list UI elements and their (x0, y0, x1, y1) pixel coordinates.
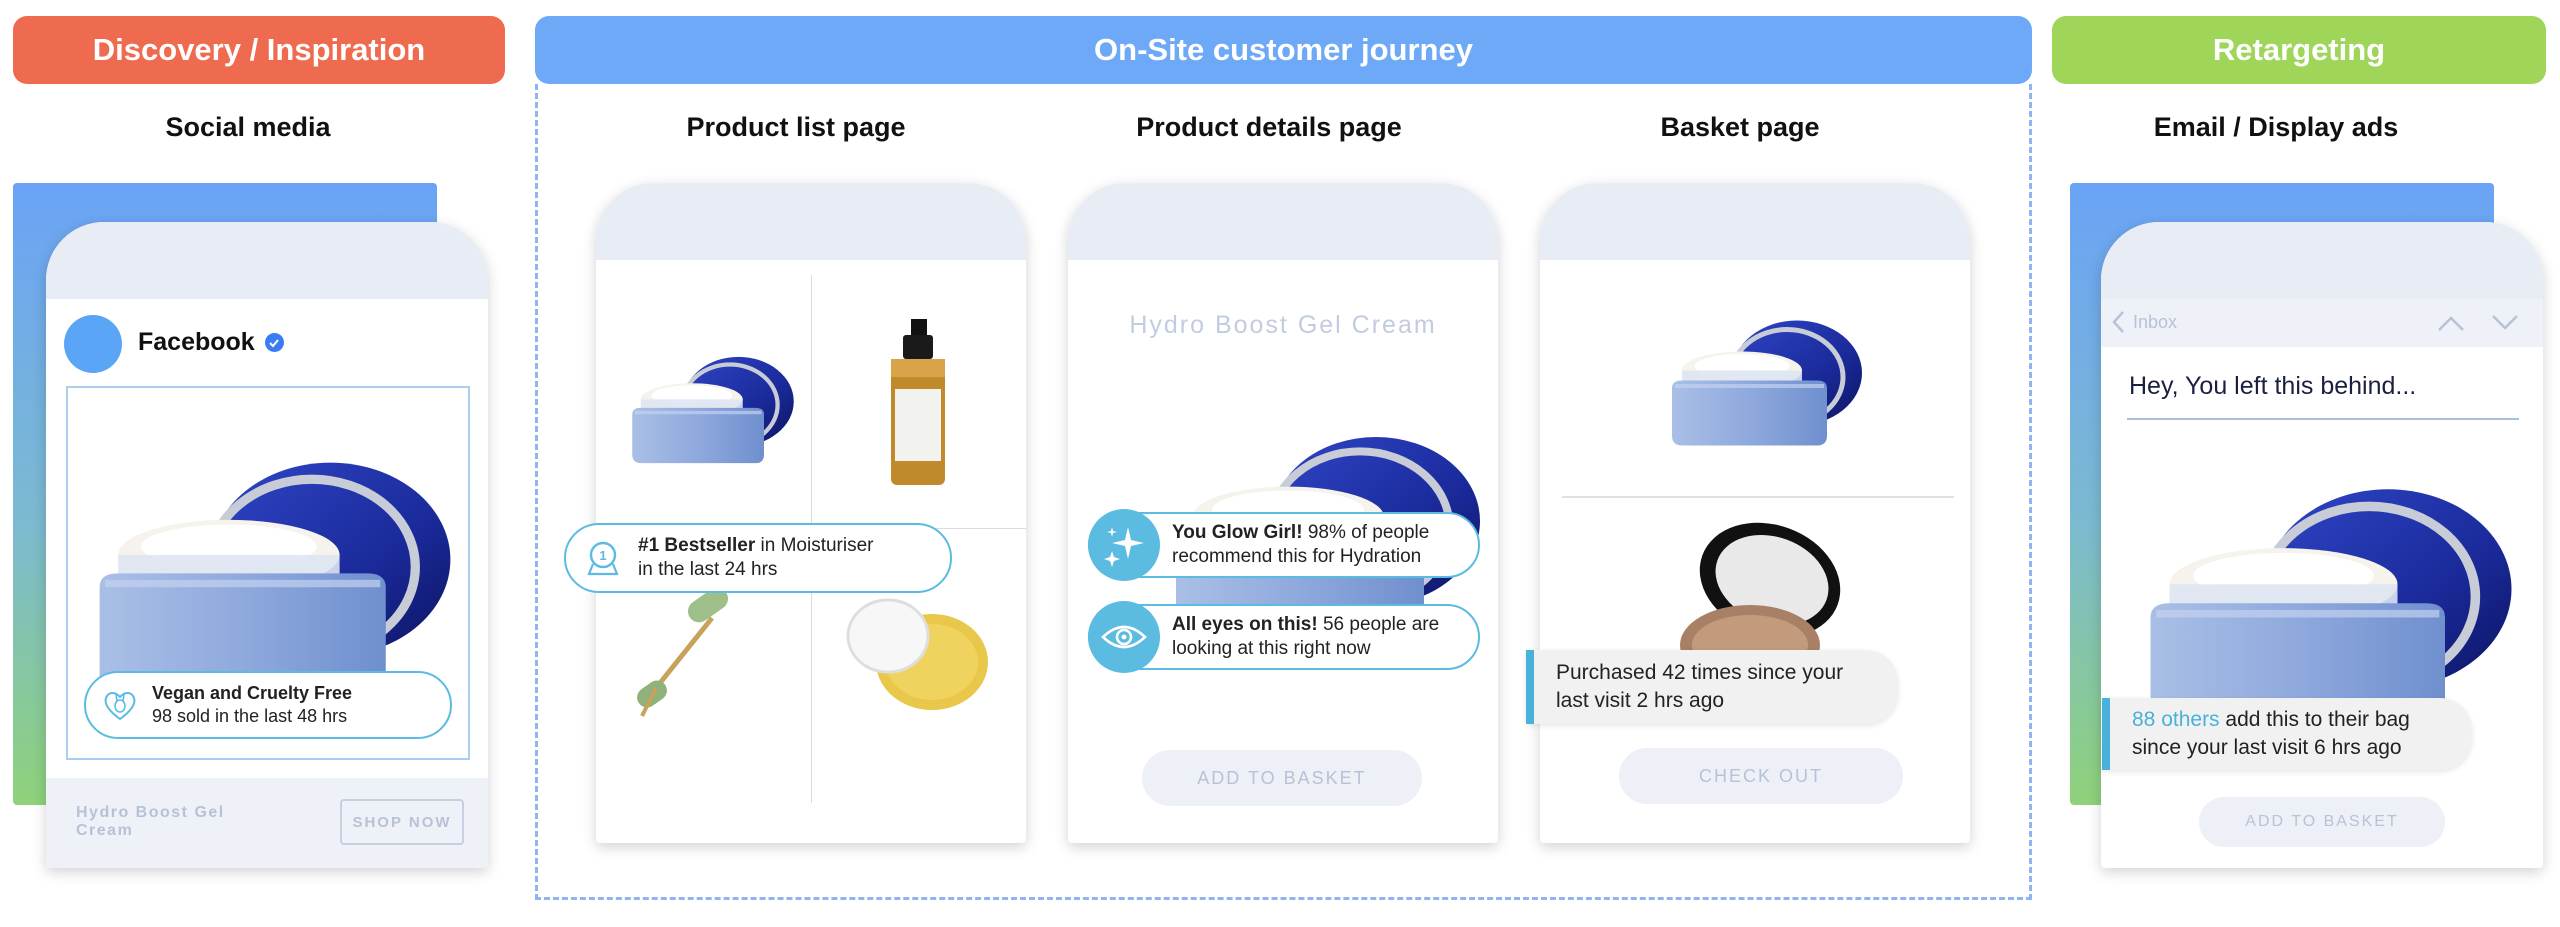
phone-top-bar (1068, 183, 1498, 260)
vegan-toast: Vegan and Cruelty Free 98 sold in the la… (84, 671, 452, 739)
svg-text:1: 1 (599, 548, 606, 563)
eyes-toast-text: All eyes on this! 56 people are looking … (1172, 613, 1439, 661)
basket-phone (1540, 183, 1970, 843)
shop-now-button[interactable]: SHOP NOW (340, 799, 464, 845)
glow-bold: You Glow Girl! (1172, 522, 1303, 543)
check-out-button[interactable]: CHECK OUT (1619, 748, 1903, 804)
onsite-dashed-frame (535, 84, 2032, 900)
subject-underline (2127, 418, 2519, 420)
retargeting-header-label: Retargeting (2212, 32, 2386, 67)
discovery-header: Discovery / Inspiration (13, 16, 505, 84)
vegan-toast-sub: 98 sold in the last 48 hrs (152, 706, 348, 726)
onsite-header: On-Site customer journey (535, 16, 2032, 84)
add-to-basket-button-email[interactable]: ADD TO BASKET (2199, 797, 2445, 847)
basket-divider (1562, 496, 1954, 498)
retargeting-header: Retargeting (2052, 16, 2546, 84)
phone-top-bar (2101, 222, 2543, 299)
phone-top-bar (596, 183, 1026, 260)
others-highlight: 88 others (2132, 708, 2220, 731)
purchased-toast: Purchased 42 times since your last visit… (1526, 650, 1898, 724)
bunny-heart-icon (100, 685, 140, 725)
onsite-header-label: On-Site customer journey (1094, 32, 1473, 67)
others-line2: since your last visit 6 hrs ago (2132, 736, 2402, 759)
phone-top-bar (1540, 183, 1970, 260)
facebook-brand: Facebook (138, 328, 284, 357)
others-toast-text: 88 others add this to their bag since yo… (2132, 706, 2410, 762)
purchased-toast-text: Purchased 42 times since your last visit… (1556, 659, 1843, 715)
glow-toast-text: You Glow Girl! 98% of people recommend t… (1172, 521, 1429, 569)
serum-bottle-image (891, 319, 945, 485)
purchased-line1: Purchased 42 times since your (1556, 661, 1844, 684)
chevron-left-icon (2112, 311, 2124, 333)
inbox-link[interactable]: Inbox (2111, 310, 2177, 334)
phone-top-bar (46, 222, 488, 299)
bestseller-text: #1 Bestseller in Moisturiser in the last… (638, 534, 874, 582)
email-jar-image (2141, 484, 2521, 732)
eyes-rest: 56 people are (1317, 614, 1440, 635)
others-toast: 88 others add this to their bag since yo… (2102, 698, 2472, 770)
email-phone: Inbox Hey, You left this behind... ADD T… (2101, 222, 2543, 868)
subtitle-pdp: Product details page (1136, 112, 1402, 142)
award-ribbon-icon: 1 (582, 537, 624, 579)
bestseller-rest: in Moisturiser (755, 535, 874, 556)
email-subject: Hey, You left this behind... (2129, 372, 2417, 400)
ad-product-name: Hydro Boost Gel Cream (76, 804, 225, 839)
glow-line2: recommend this for Hydration (1172, 546, 1422, 567)
ad-footer (46, 778, 488, 868)
add-to-basket-button[interactable]: ADD TO BASKET (1142, 750, 1422, 806)
purchased-line2: last visit 2 hrs ago (1556, 689, 1725, 712)
eyes-toast: All eyes on this! 56 people are looking … (1088, 601, 1480, 673)
subtitle-social: Social media (165, 112, 331, 142)
eye-icon (1088, 601, 1160, 673)
social-phone: Facebook Vegan and Cruelty Free 98 sold … (46, 222, 488, 868)
bestseller-line2: in the last 24 hrs (638, 559, 778, 580)
avatar (64, 315, 122, 373)
verified-check-icon (264, 333, 284, 352)
chevron-up-icon[interactable] (2437, 314, 2465, 332)
discovery-header-label: Discovery / Inspiration (92, 32, 426, 67)
chevron-down-icon[interactable] (2491, 314, 2519, 332)
vegan-toast-title: Vegan and Cruelty Free (152, 683, 353, 703)
bestseller-bold: #1 Bestseller (638, 535, 756, 556)
bestseller-badge: 1 #1 Bestseller in Moisturiser in the la… (564, 523, 952, 593)
inbox-label: Inbox (2133, 311, 2178, 332)
vegan-toast-text: Vegan and Cruelty Free 98 sold in the la… (152, 682, 352, 728)
sparkle-icon (1088, 509, 1160, 581)
eyes-line2: looking at this right now (1172, 638, 1371, 659)
glow-toast: You Glow Girl! 98% of people recommend t… (1088, 509, 1480, 581)
subtitle-basket: Basket page (1660, 112, 1820, 142)
plp-phone (596, 183, 1026, 843)
jar-product-thumbnail (628, 354, 798, 466)
ad-image-frame: Vegan and Cruelty Free 98 sold in the la… (66, 386, 470, 760)
basket-jar-image (1667, 316, 1867, 450)
glow-rest: 98% of people (1302, 522, 1430, 543)
email-nav-bar (2101, 299, 2543, 347)
jade-roller-image (637, 588, 729, 717)
subtitle-plp: Product list page (686, 112, 906, 142)
pdp-product-name: Hydro Boost Gel Cream (1129, 311, 1437, 339)
facebook-brand-label: Facebook (138, 328, 255, 356)
eyes-bold: All eyes on this! (1172, 614, 1318, 635)
subtitle-email: Email / Display ads (2153, 112, 2399, 142)
jar-image (90, 458, 460, 698)
others-rest: add this to their bag (2219, 708, 2410, 731)
yellow-cream-image (846, 598, 988, 710)
